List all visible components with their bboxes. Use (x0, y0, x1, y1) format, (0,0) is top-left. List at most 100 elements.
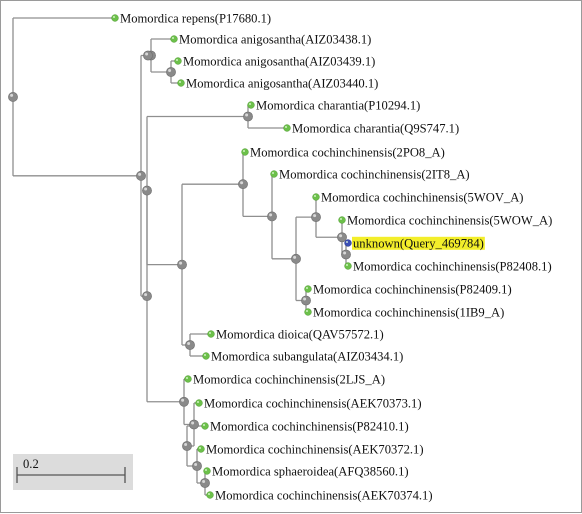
leaf-label[interactable]: Momordica anigosantha(AIZ03440.1) (186, 76, 378, 90)
leaf-node[interactable] (304, 285, 312, 293)
leaf-node-shine (209, 332, 211, 334)
leaf-node[interactable] (344, 262, 352, 270)
leaf-node-shine (285, 126, 287, 128)
scale-bar-label: 0.2 (23, 457, 39, 471)
internal-node[interactable] (142, 185, 152, 196)
query-highlight (352, 236, 485, 250)
internal-node[interactable] (267, 211, 277, 222)
internal-node-shine (10, 93, 14, 97)
leaf-node-shine (306, 287, 308, 289)
internal-node-shine (181, 398, 185, 402)
internal-node[interactable] (200, 478, 210, 488)
leaf-node[interactable] (241, 148, 249, 156)
leaf-labels: Momordica repens(P17680.1) Momordica anig… (120, 11, 552, 502)
leaf-label[interactable]: Momordica cochinchinensis(2IT8_A) (279, 167, 470, 181)
leaf-label[interactable]: Momordica charantia(Q9S747.1) (292, 121, 459, 135)
internal-node[interactable] (8, 92, 18, 102)
leaf-node[interactable] (177, 79, 185, 87)
leaf-label[interactable]: Momordica cochinchinensis(P82408.1) (353, 259, 552, 273)
leaf-label[interactable]: Momordica cochinchinensis(5WOV_A) (321, 190, 524, 204)
leaf-label[interactable]: Momordica anigosantha(AIZ03438.1) (179, 32, 371, 46)
internal-node[interactable] (142, 291, 152, 302)
leaf-node[interactable] (197, 445, 205, 453)
query-label[interactable]: unknown(Query_469784) (353, 236, 484, 250)
leaf-label[interactable]: Momordica cochinchinensis(5WOW_A) (347, 213, 552, 227)
internal-node[interactable] (341, 249, 351, 260)
leaf-node[interactable] (283, 124, 291, 132)
leaf-node-shine (113, 16, 115, 18)
leaf-node[interactable] (338, 216, 346, 224)
internal-node-shine (313, 214, 317, 218)
internal-node[interactable] (136, 170, 146, 181)
leaf-node-shine (172, 37, 174, 39)
internal-node[interactable] (243, 111, 253, 122)
internal-node[interactable] (166, 67, 176, 77)
leaf-node[interactable] (206, 491, 214, 499)
leaf-node-shine (186, 377, 188, 379)
internal-node[interactable] (311, 212, 321, 223)
leaf-node[interactable] (202, 352, 210, 360)
leaf-label[interactable]: Momordica charantia(P10294.1) (256, 98, 420, 112)
internal-node-shine (187, 342, 191, 345)
internal-node-shine (194, 463, 198, 466)
internal-node-shine (184, 443, 188, 446)
leaf-node[interactable] (201, 422, 209, 430)
leaf-label[interactable]: Momordica cochinchinensis(AEK70372.1) (206, 442, 424, 456)
leaf-label[interactable]: Momordica cochinchinensis(P82410.1) (210, 419, 409, 433)
internal-node-shine (293, 255, 297, 259)
leaf-label[interactable]: Momordica cochinchinensis(2PO8_A) (250, 145, 445, 159)
scale-bar-background (13, 454, 133, 490)
internal-node[interactable] (185, 340, 195, 350)
leaf-label[interactable]: Momordica cochinchinensis(P82409.1) (313, 282, 512, 296)
leaf-node[interactable] (184, 375, 192, 383)
leaf-node[interactable] (111, 14, 119, 22)
leaf-label[interactable]: Momordica dioica(QAV57572.1) (216, 327, 384, 341)
leaf-node-shine (346, 264, 348, 266)
internal-node[interactable] (143, 50, 153, 61)
internal-node-shine (179, 261, 183, 265)
leaf-node-shine (314, 195, 316, 197)
internal-node-shine (339, 234, 343, 238)
leaf-node-shine (176, 59, 178, 61)
internal-node-shine (144, 187, 148, 191)
leaf-node-shine (249, 103, 251, 105)
internal-node-shine (240, 181, 244, 185)
internal-node[interactable] (182, 441, 192, 451)
leaf-node-shine (203, 424, 205, 426)
leaf-node-shine (208, 493, 210, 495)
leaf-node[interactable] (312, 193, 320, 201)
internal-node-shine (202, 480, 206, 483)
leaf-node[interactable] (195, 399, 203, 407)
internal-node[interactable] (301, 295, 311, 306)
leaf-label[interactable]: Momordica cochinchinensis(AEK70373.1) (204, 396, 422, 410)
internal-node[interactable] (291, 253, 301, 264)
internal-node[interactable] (179, 396, 189, 407)
leaf-label[interactable]: Momordica cochinchinensis(2LJS_A) (193, 372, 385, 386)
query-node[interactable] (344, 239, 352, 247)
leaf-label[interactable]: Momordica subangulata(AIZ03434.1) (211, 349, 403, 363)
leaf-node[interactable] (207, 330, 215, 338)
internal-node[interactable] (337, 232, 347, 243)
internal-node[interactable] (189, 419, 199, 430)
leaf-node-shine (306, 310, 308, 312)
leaf-node[interactable] (174, 57, 182, 65)
tree-nodes (8, 14, 352, 499)
internal-node[interactable] (192, 461, 202, 471)
internal-node-shine (191, 421, 195, 425)
internal-node[interactable] (238, 179, 248, 190)
leaf-node[interactable] (247, 101, 255, 109)
leaf-node[interactable] (304, 308, 312, 316)
leaf-label[interactable]: Momordica anigosantha(AIZ03439.1) (183, 54, 375, 68)
leaf-node-shine (179, 81, 181, 83)
leaf-node[interactable] (270, 170, 278, 178)
leaf-label[interactable]: Momordica sphaeroidea(AFQ38560.1) (212, 464, 409, 478)
leaf-label[interactable]: Momordica cochinchinensis(AEK70374.1) (215, 488, 433, 502)
leaf-node[interactable] (170, 35, 178, 43)
leaf-node-shine (197, 401, 199, 403)
leaf-node[interactable] (203, 467, 211, 475)
internal-node[interactable] (177, 259, 187, 270)
leaf-label[interactable]: Momordica cochinchinensis(1IB9_A) (313, 305, 504, 319)
leaf-label[interactable]: Momordica repens(P17680.1) (120, 11, 271, 25)
